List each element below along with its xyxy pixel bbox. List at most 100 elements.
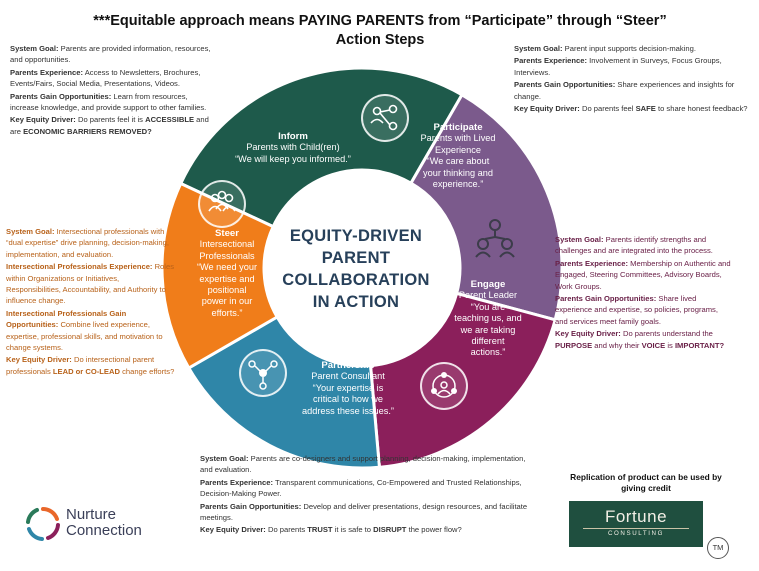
segment-partnership-line4: address these issues.” (302, 405, 394, 416)
panel-engage-driver-c: and why their (594, 340, 640, 350)
segment-steer-line5: positional (207, 285, 247, 296)
panel-partnership: System Goal: Parents are co-designers an… (200, 453, 535, 537)
panel-inform-driver-a: Do parents feel it is (77, 115, 143, 125)
segment-participate-line2: Experience (435, 144, 481, 155)
panel-steer-gain: Combine lived experience, expertise, pro… (6, 320, 163, 353)
trademark-badge: TM (707, 537, 729, 559)
nurture-connection-logo-icon (26, 507, 60, 541)
panel-engage-driver-e: is (667, 340, 673, 350)
center-line-1: EQUITY-DRIVEN (289, 227, 423, 245)
panel-inform-driver-label: Key Equity Driver: (10, 115, 76, 125)
fortune-divider (583, 528, 689, 529)
panel-inform: System Goal: Parents are provided inform… (10, 43, 215, 138)
segment-steer: Steer Intersectional Professionals “We n… (186, 228, 268, 319)
group-circle-icon (420, 362, 468, 410)
segment-steer-line1: Intersectional (199, 239, 255, 250)
replication-line-1: Replication of product can be used by (570, 472, 722, 482)
segment-engage-name: Engage (470, 279, 506, 290)
panel-engage-driver-b: PURPOSE (555, 340, 593, 350)
panel-partnership-gain-label: Parents Gain Opportunities: (200, 501, 302, 511)
panel-participate-exp-label: Parents Experience: (514, 56, 588, 66)
segment-participate: Participate Parents with Lived Experienc… (400, 122, 516, 190)
segment-steer-name: Steer (215, 228, 239, 239)
segment-participate-line1: Parents with Lived (420, 133, 496, 144)
panel-participate-goal: Parent input supports decision-making. (564, 44, 696, 53)
panel-engage-exp-label: Parents Experience: (555, 258, 629, 268)
panel-steer-driver-a: Do intersectional parent professionals (6, 355, 155, 376)
ring-segment-participate (408, 92, 564, 322)
panel-inform-gain: Learn from resources, increase knowledge… (10, 91, 207, 113)
center-line-2: PARENT (321, 249, 391, 267)
panel-engage: System Goal: Parents identify strengths … (555, 234, 731, 352)
segment-partnership-name: Partnership (321, 360, 375, 371)
panel-participate: System Goal: Parent input supports decis… (514, 43, 752, 115)
ring-center (266, 172, 458, 364)
panel-steer-gain-label: Intersectional Professionals Gain Opport… (6, 308, 127, 330)
nurture-connection-logo: Nurture Connection (24, 503, 164, 543)
panel-inform-driver-b: ACCESSIBLE (145, 115, 195, 125)
panel-participate-gain: Share experiences and insights for chang… (514, 80, 735, 101)
panel-steer-driver-c: change efforts? (122, 366, 175, 376)
panel-participate-goal-label: System Goal: (514, 44, 563, 53)
panel-partnership-exp: Transparent communications, Co-Empowered… (200, 477, 522, 499)
panel-steer-goal-label: System Goal: (6, 227, 55, 236)
replication-note: Replication of product can be used by gi… (548, 472, 744, 493)
network-people-icon (361, 94, 409, 142)
segment-engage-line4: we are taking (460, 324, 516, 335)
panel-engage-goal-label: System Goal: (555, 235, 604, 244)
panel-engage-exp: Membership on Authentic and Engaged, Ste… (555, 258, 731, 291)
panel-inform-exp: Access to Newsletters, Brochures, Events… (10, 67, 201, 89)
panel-inform-exp-label: Parents Experience: (10, 67, 84, 77)
panel-participate-driver-label: Key Equity Driver: (514, 104, 580, 114)
panel-steer: System Goal: Intersectional professional… (6, 226, 176, 378)
panel-engage-gain: Share lived experience and expertise, so… (555, 294, 718, 326)
segment-engage-line5: different (471, 336, 505, 347)
segment-engage-line2: “You are (470, 301, 506, 312)
fortune-consulting-logo: Fortune CONSULTING (569, 501, 703, 547)
ring-segment-partnership (186, 314, 382, 470)
panel-participate-driver-b: SAFE (635, 104, 656, 114)
title-line-2: Action Steps (335, 32, 425, 48)
panel-partnership-driver-a: Do parents (267, 525, 306, 535)
hub-network-icon (239, 349, 287, 397)
segment-participate-line3: “We care about (426, 156, 490, 167)
segment-engage-line3: teaching us, and (454, 313, 522, 324)
nurture-line-2: Connection (66, 522, 142, 539)
segment-partnership-line2: “Your expertise is (312, 382, 384, 393)
segment-steer-line4: expertise and (199, 273, 255, 284)
panel-engage-driver-d: VOICE (641, 340, 666, 350)
segment-engage-line6: actions.” (470, 347, 506, 358)
segment-partnership: Partnership Parent Consultant “Your expe… (274, 360, 422, 417)
team-group-icon (198, 180, 246, 228)
panel-engage-driver-f: IMPORTANT? (674, 340, 725, 350)
panel-engage-driver-a: Do parents understand the (622, 329, 713, 339)
panel-participate-driver-c: to share honest feedback? (657, 104, 748, 114)
center-line-3: COLLABORATION (282, 271, 430, 289)
panel-partnership-gain: Develop and deliver presentations, desig… (200, 501, 528, 523)
panel-participate-gain-label: Parents Gain Opportunities: (514, 80, 616, 90)
panel-partnership-driver-b: TRUST (307, 525, 333, 535)
segment-steer-line7: efforts.” (211, 307, 243, 318)
segment-participate-line4: your thinking and (423, 167, 493, 178)
panel-steer-exp-label: Intersectional Professionals Experience: (6, 262, 153, 272)
panel-partnership-driver-c: it is safe to (334, 525, 371, 535)
fortune-name: Fortune (604, 507, 668, 526)
fortune-sub: CONSULTING (607, 530, 665, 537)
segment-steer-line2: Professionals (199, 250, 255, 261)
panel-inform-goal-label: System Goal: (10, 44, 59, 53)
panel-inform-driver-d: ECONOMIC BARRIERS REMOVED? (23, 126, 152, 136)
segment-partnership-line3: critical to how we (313, 394, 383, 405)
segment-inform-name: Inform (278, 131, 308, 142)
panel-inform-gain-label: Parents Gain Opportunities: (10, 91, 112, 101)
panel-partnership-goal: Parents are co-designers and support pla… (200, 454, 526, 475)
replication-line-2: giving credit (621, 482, 671, 493)
segment-engage: Engage Parent Leader “You are teaching u… (436, 279, 540, 359)
segment-engage-line1: Parent Leader (458, 290, 518, 301)
connected-people-icon (475, 219, 515, 258)
panel-steer-driver-label: Key Equity Driver: (6, 355, 72, 365)
panel-steer-exp: Roles within Organizations or Initiative… (6, 262, 174, 306)
segment-partnership-line1: Parent Consultant (311, 371, 385, 382)
panel-partnership-goal-label: System Goal: (200, 454, 249, 463)
panel-partnership-driver-e: the power flow? (408, 525, 462, 535)
